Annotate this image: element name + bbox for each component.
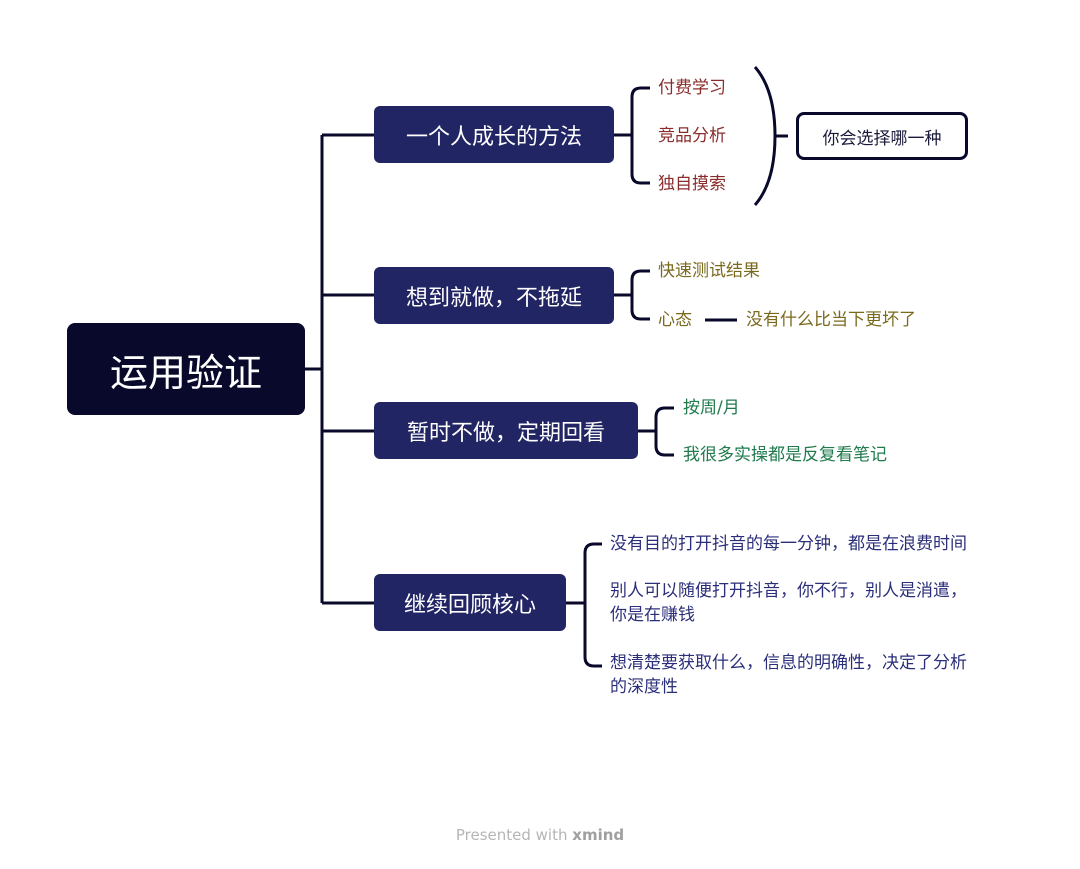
leaf-self-explore[interactable]: 独自摸索 bbox=[658, 174, 726, 194]
branch-growth-methods[interactable]: 一个人成长的方法 bbox=[374, 106, 614, 163]
footer-credit: Presented with xmind bbox=[0, 826, 1080, 844]
leaf-quick-test[interactable]: 快速测试结果 bbox=[658, 261, 760, 281]
root-topic[interactable]: 运用验证 bbox=[67, 323, 305, 415]
branch-act-now[interactable]: 想到就做，不拖延 bbox=[374, 267, 614, 324]
leaf-nothing-worse[interactable]: 没有什么比当下更坏了 bbox=[746, 310, 916, 330]
leaf-paid-learning[interactable]: 付费学习 bbox=[658, 78, 726, 98]
xmind-logo: xmind bbox=[572, 826, 625, 844]
summary-topic[interactable]: 你会选择哪一种 bbox=[796, 112, 968, 160]
branch-review-later[interactable]: 暂时不做，定期回看 bbox=[374, 402, 638, 459]
leaf-others-leisure[interactable]: 别人可以随便打开抖音，你不行，别人是消遣， 你是在赚钱 bbox=[610, 579, 967, 627]
branch4-bracket bbox=[566, 542, 602, 668]
branch3-bracket bbox=[638, 406, 674, 457]
root-connector bbox=[305, 133, 374, 605]
leaf-line: 的深度性 bbox=[610, 677, 678, 697]
leaf-clear-goal[interactable]: 想清楚要获取什么，信息的明确性，决定了分析 的深度性 bbox=[610, 651, 967, 699]
branch-review-core[interactable]: 继续回顾核心 bbox=[374, 574, 566, 631]
leaf-line: 别人可以随便打开抖音，你不行，别人是消遣， bbox=[610, 581, 967, 601]
leaf-review-notes[interactable]: 我很多实操都是反复看笔记 bbox=[683, 445, 887, 465]
leaf-douyin-waste[interactable]: 没有目的打开抖音的每一分钟，都是在浪费时间 bbox=[610, 534, 967, 554]
branch2-bracket bbox=[614, 269, 650, 321]
summary-brace bbox=[753, 66, 788, 206]
leaf-line: 想清楚要获取什么，信息的明确性，决定了分析 bbox=[610, 653, 967, 673]
leaf-competitor-analysis[interactable]: 竞品分析 bbox=[658, 126, 726, 146]
leaf-line: 你是在赚钱 bbox=[610, 605, 695, 625]
branch1-bracket bbox=[614, 86, 650, 185]
leaf-weekly-monthly[interactable]: 按周/月 bbox=[683, 398, 740, 418]
leaf-mindset[interactable]: 心态 bbox=[658, 310, 692, 330]
footer-prefix: Presented with bbox=[455, 826, 568, 844]
